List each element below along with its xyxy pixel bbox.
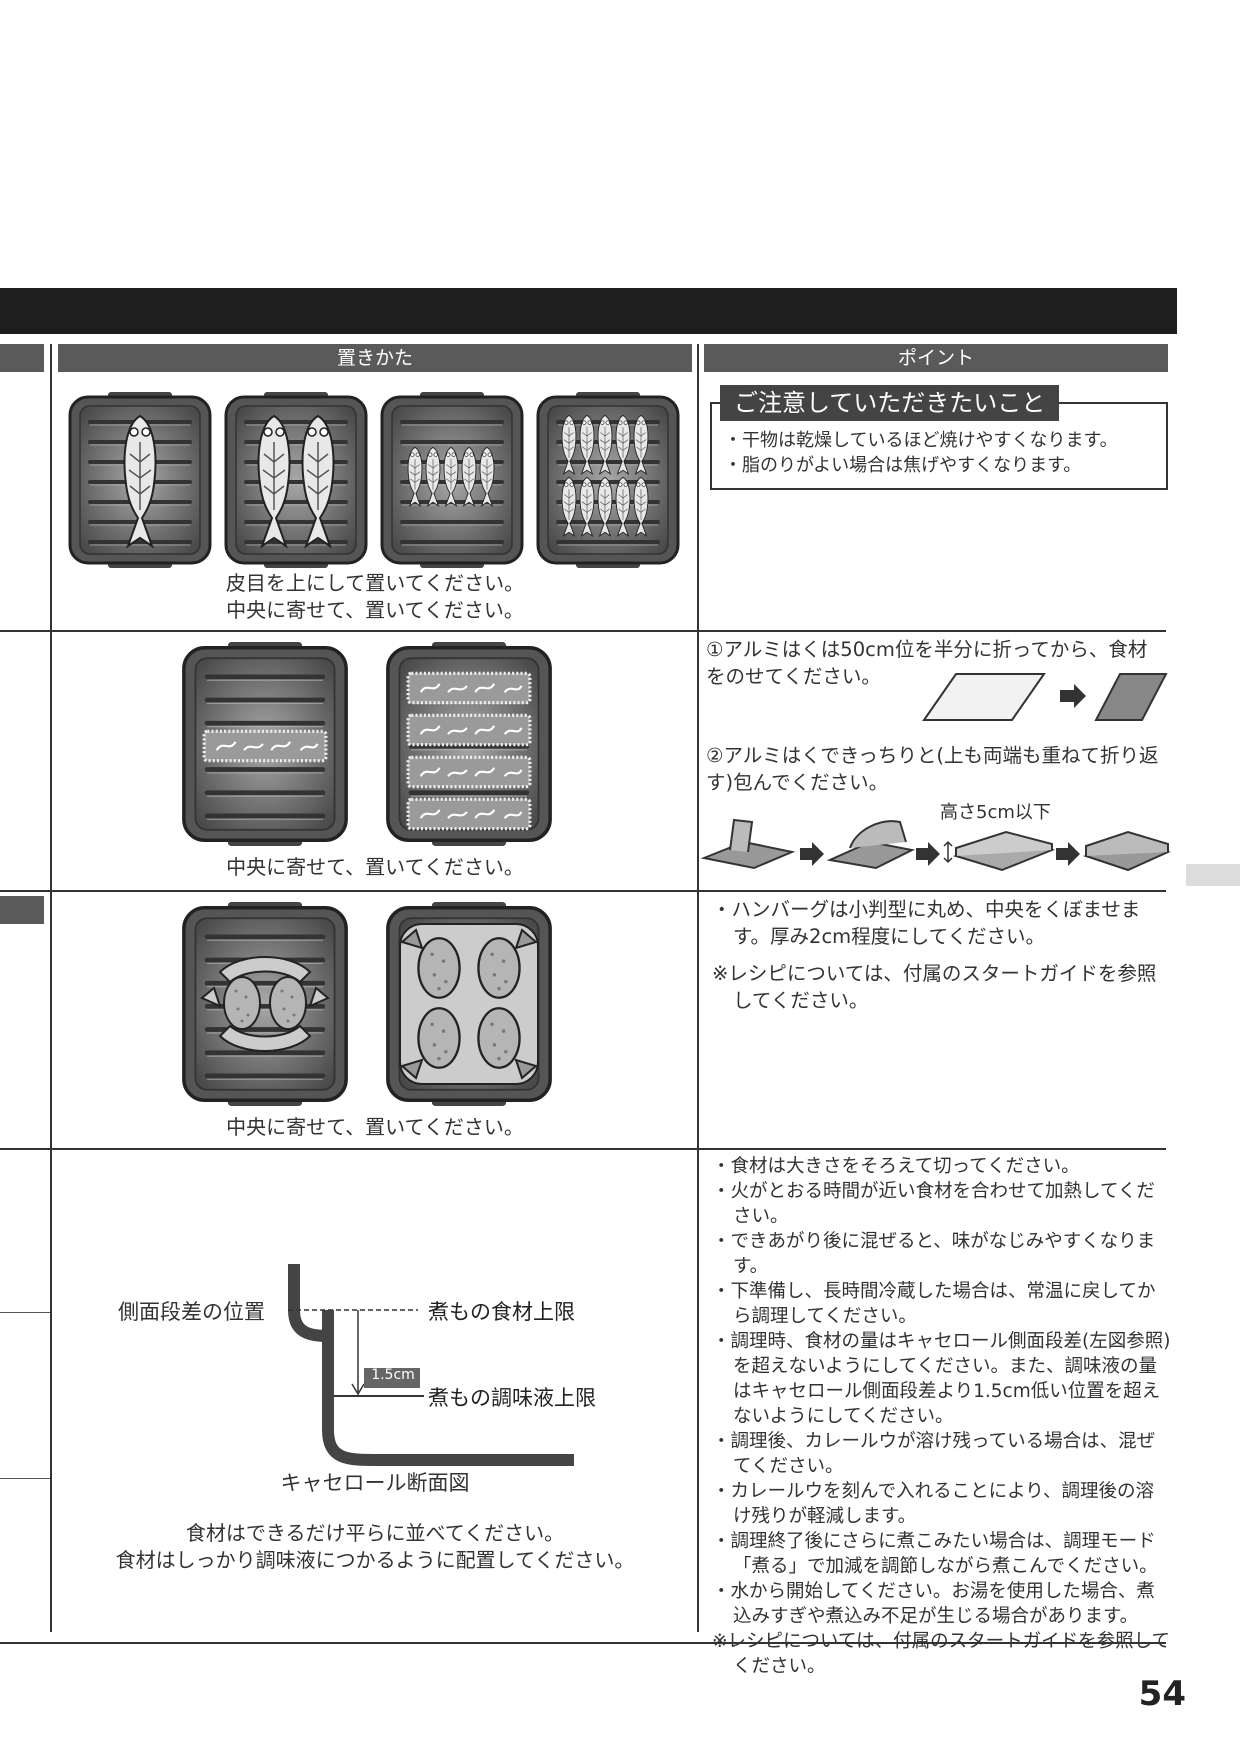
tray-small-fish-two-rows bbox=[536, 392, 680, 568]
column-divider-left bbox=[50, 344, 52, 1632]
casserole-point: ・調理時、食材の量はキャセロール側面段差(左図参照)を超えないようにしてください… bbox=[712, 1331, 1171, 1427]
foil-wrap-steps-illustration bbox=[700, 818, 1171, 872]
recipe-reference-note: ※レシピについては、付属のスタートガイドを参照してください。 bbox=[712, 1631, 1171, 1677]
left-column-thin-line bbox=[0, 1312, 50, 1313]
row1-caption-line: 皮目を上にして置いてください。 bbox=[225, 571, 525, 595]
side-step-label: 側面段差の位置 bbox=[118, 1300, 265, 1324]
recipe-reference-note: ※レシピについては、付属のスタートガイドを参照してください。 bbox=[712, 962, 1157, 1012]
tray-one-foil-packet bbox=[180, 642, 350, 846]
row3-caption: 中央に寄せて、置いてください。 bbox=[226, 1115, 524, 1139]
casserole-point: ・水から開始してください。お湯を使用した場合、煮込みすぎや煮込み不足が生じる場合… bbox=[712, 1581, 1155, 1627]
tray-four-foil-packets bbox=[384, 642, 554, 846]
notice-items: ・干物は乾燥しているほど焼けやすくなります。 ・脂のりがよい場合は焦げやすくなり… bbox=[724, 428, 1164, 478]
casserole-point: ・調理後、カレールウが溶け残っている場合は、混ぜてください。 bbox=[712, 1431, 1156, 1477]
column-divider-middle bbox=[697, 344, 699, 1632]
row4-caption-line: 食材はできるだけ平らに並べてください。 bbox=[185, 1521, 565, 1545]
notice-item: ・脂のりがよい場合は焦げやすくなります。 bbox=[724, 455, 1082, 476]
left-column-marker bbox=[0, 896, 44, 924]
hamburger-point: ・ハンバーグは小判型に丸め、中央をくぼませます。厚み2cm程度にしてください。 bbox=[712, 898, 1141, 948]
tray-two-fish bbox=[224, 392, 368, 568]
notice-item: ・干物は乾燥しているほど焼けやすくなります。 bbox=[724, 430, 1118, 451]
tray-four-hamburgers bbox=[384, 902, 554, 1106]
tray-two-hamburgers bbox=[180, 902, 350, 1106]
left-column-header-stub bbox=[0, 344, 44, 372]
side-index-tab bbox=[1186, 864, 1240, 886]
tray-one-fish bbox=[68, 392, 212, 568]
page-number: 54 bbox=[1138, 1674, 1186, 1714]
points-column-header: ポイント bbox=[704, 344, 1168, 372]
food-limit-label: 煮もの食材上限 bbox=[428, 1300, 575, 1324]
section-header-bar bbox=[0, 288, 1177, 334]
casserole-point: ・できあがり後に混ぜると、味がなじみやすくなります。 bbox=[712, 1231, 1156, 1277]
foil-fold-illustration bbox=[922, 673, 1168, 721]
casserole-diagram-title: キャセロール断面図 bbox=[280, 1471, 470, 1495]
casserole-point: ・下準備し、長時間冷蔵した場合は、常温に戻してから調理してください。 bbox=[712, 1281, 1156, 1327]
casserole-point: ・火がとおる時間が近い食材を合わせて加熱してください。 bbox=[712, 1181, 1155, 1227]
notice-title: ご注意していただきたいこと bbox=[720, 385, 1060, 421]
row2-caption: 中央に寄せて、置いてください。 bbox=[226, 855, 524, 879]
height-limit-label: 高さ5cm以下 bbox=[940, 802, 1051, 823]
casserole-point: ・カレールウを刻んで入れることにより、調理後の溶け残りが軽減します。 bbox=[712, 1481, 1154, 1527]
left-column-thin-line bbox=[0, 1478, 50, 1479]
row-divider-2 bbox=[0, 890, 1166, 892]
row4-caption-line: 食材はしっかり調味液につかるように配置してください。 bbox=[115, 1548, 635, 1572]
casserole-point: ・食材は大きさをそろえて切ってください。 bbox=[712, 1156, 1080, 1177]
row3-points: ・ハンバーグは小判型に丸め、中央をくぼませます。厚み2cm程度にしてください。 … bbox=[712, 896, 1168, 1014]
row4-points: ・食材は大きさをそろえて切ってください。 ・火がとおる時間が近い食材を合わせて加… bbox=[712, 1154, 1172, 1679]
casserole-point: ・調理終了後にさらに煮こみたい場合は、調理モード「煮る」で加減を調節しながら煮こ… bbox=[712, 1531, 1158, 1577]
casserole-cross-section-diagram bbox=[288, 1264, 574, 1466]
foil-step-1: ①アルミはくは50cm位を半分に折ってから、食材をのせてください。 bbox=[706, 638, 1148, 688]
gap-label: 1.5cm bbox=[371, 1367, 415, 1383]
row-divider-3 bbox=[0, 1148, 1166, 1150]
row1-caption-line: 中央に寄せて、置いてください。 bbox=[226, 598, 524, 622]
tray-small-fish-row bbox=[380, 392, 524, 568]
row-divider-bottom bbox=[0, 1642, 1166, 1644]
placement-column-header: 置きかた bbox=[58, 344, 692, 372]
row-divider-1 bbox=[0, 630, 1166, 632]
row4-caption: 食材はできるだけ平らに並べてください。 食材はしっかり調味液につかるように配置し… bbox=[58, 1520, 692, 1574]
liquid-limit-label: 煮もの調味液上限 bbox=[428, 1386, 596, 1410]
row1-caption: 皮目を上にして置いてください。 中央に寄せて、置いてください。 bbox=[58, 570, 692, 624]
foil-step-2: ②アルミはくできっちりと(上も両端も重ねて折り返す)包んでください。 bbox=[706, 744, 1159, 794]
